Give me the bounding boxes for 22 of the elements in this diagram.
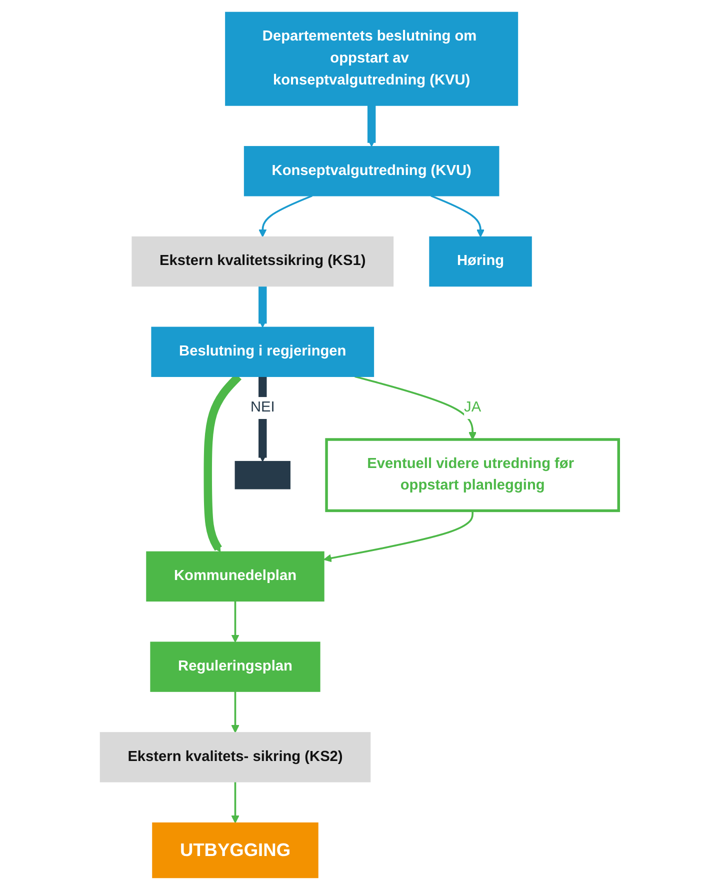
arrow bbox=[430, 194, 485, 238]
arrow bbox=[231, 782, 240, 824]
node-box: Ekstern kvalitets- sikring (KS2) bbox=[100, 732, 371, 782]
node-box: Høring bbox=[429, 236, 532, 287]
edge-label: NEI bbox=[250, 400, 275, 416]
node-box: Departementets beslutning om oppstart av konseptvalgutredning (KVU) bbox=[225, 12, 518, 106]
arrow bbox=[258, 194, 313, 238]
arrow bbox=[368, 104, 376, 147]
arrow bbox=[258, 285, 267, 328]
node-box: Ekstern kvalitetssikring (KS1) bbox=[132, 236, 394, 287]
node-bar bbox=[234, 460, 290, 490]
node-box: Konseptvalgutredning (KVU) bbox=[244, 146, 500, 196]
arrow bbox=[231, 691, 240, 733]
node-box: Beslutning i regjeringen bbox=[151, 326, 374, 377]
node-box: Eventuell videre utredning før oppstart planlegging bbox=[325, 438, 620, 512]
node-box: Reguleringsplan bbox=[150, 642, 320, 692]
edge-label: JA bbox=[464, 400, 482, 416]
node-box: UTBYGGING bbox=[152, 822, 318, 878]
arrow bbox=[354, 376, 477, 440]
node-box: Kommunedelplan bbox=[146, 551, 324, 602]
arrow bbox=[231, 601, 240, 643]
arrow bbox=[324, 510, 474, 562]
